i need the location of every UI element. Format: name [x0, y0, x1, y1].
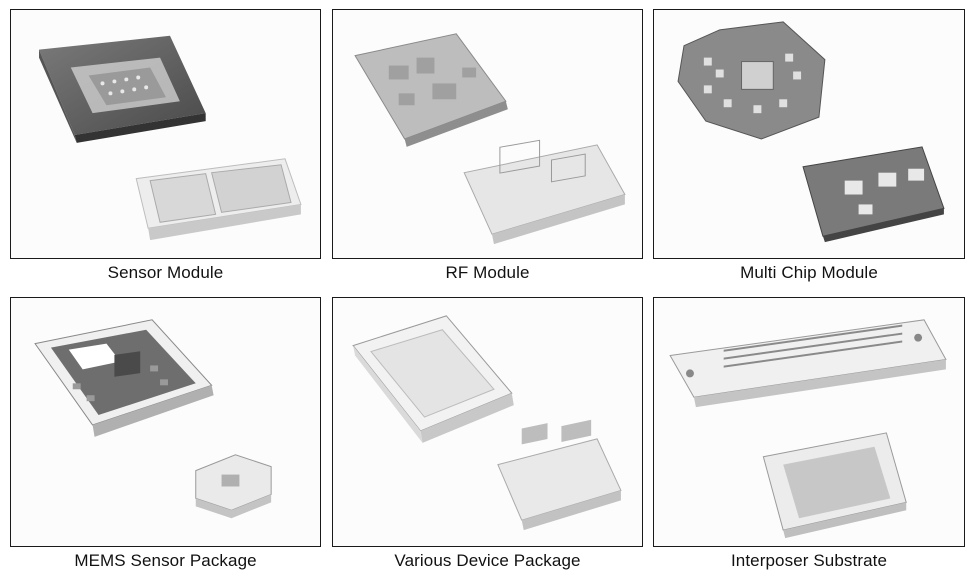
caption: MEMS Sensor Package: [74, 551, 257, 570]
interposer-substrate-image: [653, 297, 965, 547]
caption: RF Module: [445, 263, 530, 282]
caption: Multi Chip Module: [740, 263, 878, 282]
mems-sensor-package-image: [10, 297, 321, 547]
sensor-module-image: [10, 9, 321, 259]
various-device-package-image: [332, 297, 643, 547]
panel-various-device-package: Various Device Package: [332, 297, 643, 578]
caption: Sensor Module: [107, 263, 224, 282]
panel-mems-sensor-package: MEMS Sensor Package: [10, 297, 321, 578]
caption: Interposer Substrate: [730, 551, 888, 570]
multi-chip-module-image: [653, 9, 965, 259]
panel-multi-chip-module: Multi Chip Module: [653, 9, 965, 289]
caption: Various Device Package: [394, 551, 581, 570]
panel-interposer-substrate: Interposer Substrate: [653, 297, 965, 578]
panel-rf-module: RF Module: [332, 9, 643, 289]
panel-sensor-module: Sensor Module: [10, 9, 321, 289]
rf-module-image: [332, 9, 643, 259]
